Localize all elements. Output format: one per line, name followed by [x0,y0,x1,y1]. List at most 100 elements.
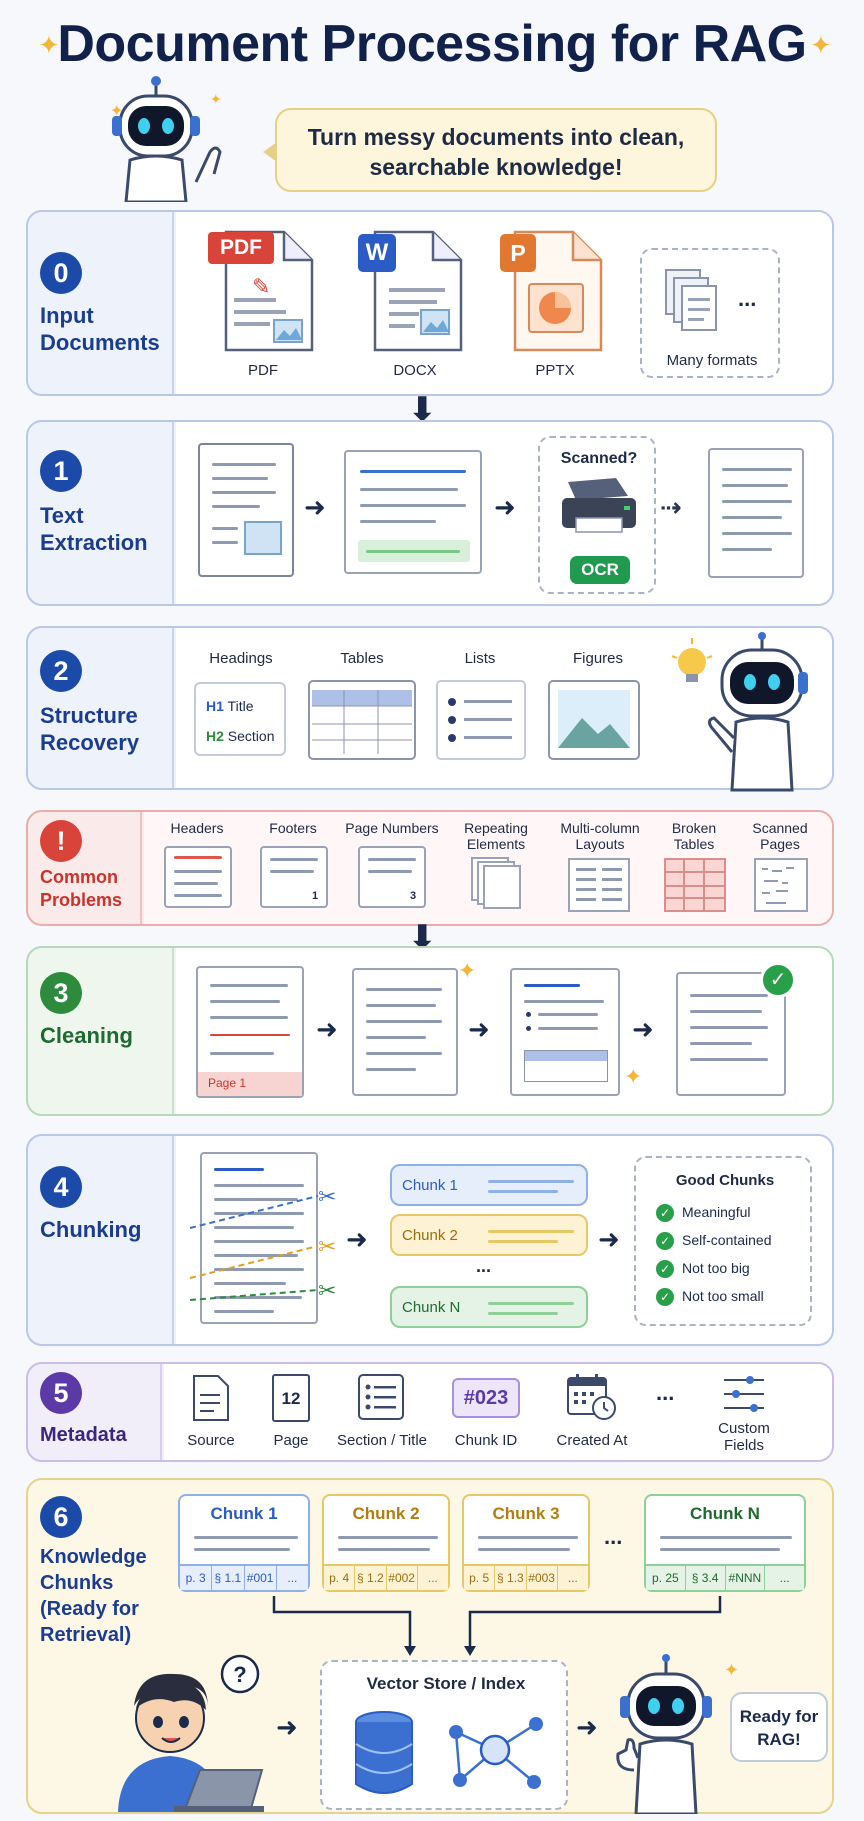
database-icon [355,1711,413,1794]
step-0-number: 0 [40,252,82,294]
warning-icon: ! [40,820,82,862]
right-arrow-icon: ➜ [598,1224,620,1254]
list-icon [436,680,526,760]
meta-id: #003 [527,1566,558,1590]
multicolumn-icon [568,858,630,912]
headers-doc [164,846,232,908]
sparkle-icon: ✦ [38,30,60,60]
chunk-source-document [200,1152,318,1324]
h2-tag: H2 [206,728,224,744]
right-arrow-icon: ➜ [276,1712,298,1742]
h1-text: Title [227,698,254,714]
robot-idea-icon [671,632,808,792]
pdf-caption: PDF [248,362,278,379]
figures-caption: Figures [572,650,624,667]
right-arrow-icon: ➜ [304,492,326,522]
meta-more: ... [779,1571,790,1585]
chunk-2-card: Chunk 2 [390,1214,588,1256]
scissors-icon: ✂ [318,1184,337,1209]
sparkle-icon: ✦ [810,30,832,60]
footer-page-number: 1 [312,890,319,902]
meta-section: § 1.1 [212,1566,245,1590]
repeating-docs-icon [471,857,521,909]
scanned-label: Scanned? [560,450,638,467]
calendar-clock-icon [567,1374,616,1420]
right-arrow-icon: ➜ [346,1224,368,1254]
meta-page: p. 5 [464,1566,496,1590]
chunk-1-card: Chunk 1 [390,1164,588,1206]
figure-icon [548,680,640,760]
knowledge-chunk-1: Chunk 1 p. 3§ 1.1#001... [178,1494,310,1592]
headings-caption: Headings [209,650,273,667]
right-arrow-icon: ➜ [576,1712,598,1742]
right-arrow-icon: ➜ [494,492,516,522]
footers-caption: Footers [269,820,317,836]
section-caption: Section / Title [336,1432,428,1449]
stacked-files-icon [665,269,717,331]
pptx-badge: P [500,234,536,272]
docx-badge: W [358,234,396,272]
chunk-dots: ... [476,1256,492,1276]
vector-store-title: Vector Store / Index [366,1674,526,1693]
ready-line-1: Ready for [739,1707,819,1726]
good-chunks-box: Good Chunks ✓Meaningful ✓Self-contained … [634,1156,812,1326]
source-doc-icon [193,1375,229,1421]
many-formats-caption: Many formats [666,352,758,369]
scissors-icon: ✂ [318,1234,337,1259]
meta-page: p. 4 [324,1566,356,1590]
chunk-connectors [272,1596,722,1656]
docx-file-icon [373,230,463,352]
chunk-id-icon: #023 [452,1378,520,1418]
cleaned-document [352,968,458,1096]
sparkle-icon: ✦ [724,1660,740,1680]
many-formats-dots: ... [738,286,757,311]
many-formats-box: ... Many formats [640,248,780,378]
chunk-n-label: Chunk N [402,1299,461,1316]
right-arrow-icon: ➜ [468,1014,490,1044]
ready-line-2: RAG! [757,1730,801,1749]
page-title: Document Processing for RAG [57,15,807,73]
meta-id: #001 [245,1566,277,1590]
chunk-n-card: Chunk N [390,1286,588,1328]
meta-page: p. 25 [646,1566,686,1590]
meta-section: § 1.2 [355,1566,387,1590]
tables-caption: Tables [340,650,384,667]
h1-tag: H1 [206,698,224,714]
good-item: ✓Not too big [656,1260,750,1279]
right-arrow-icon: ➜ [316,1014,338,1044]
page-numbers-doc: 3 [358,846,426,908]
knowledge-chunk-2: Chunk 2 p. 4§ 1.2#002... [322,1494,450,1592]
metadata-dots: ... [656,1380,675,1405]
knowledge-chunk-n: Chunk N p. 25§ 3.4#NNN... [644,1494,806,1592]
scanned-page-icon [754,858,808,912]
sliders-icon [724,1376,764,1412]
created-at-caption: Created At [556,1432,628,1449]
headings-card: H1 Title H2 Section [194,682,286,756]
step-5-number: 5 [40,1372,82,1414]
meta-more: ... [567,1571,578,1585]
pdf-badge: PDF [208,232,274,264]
lists-caption: Lists [464,650,496,667]
page-numbers-caption: Page Numbers [345,820,439,836]
meta-id: #NNN [726,1566,766,1590]
scissors-icon: ✂ [318,1278,337,1303]
sparkle-icon: ✦ [458,958,477,983]
step-1-number: 1 [40,450,82,492]
raw-document: Page 1 [196,966,304,1098]
good-item: ✓Not too small [656,1288,764,1307]
intro-line-1: Turn messy documents into clean, [307,124,685,150]
robot-icon: ✦ ✦ [110,76,222,202]
chunk-2-label: Chunk 2 [402,1227,458,1244]
step-3-number: 3 [40,972,82,1014]
svg-text:✦: ✦ [110,103,123,120]
scanned-box: Scanned? OCR [538,436,656,594]
page-caption: Page [273,1432,309,1449]
step-5-label: Metadata [40,1424,127,1446]
intro-bubble: Turn messy documents into clean, searcha… [263,108,717,192]
source-caption: Source [187,1432,235,1449]
network-graph-icon [449,1717,543,1789]
pptx-caption: PPTX [535,362,575,379]
